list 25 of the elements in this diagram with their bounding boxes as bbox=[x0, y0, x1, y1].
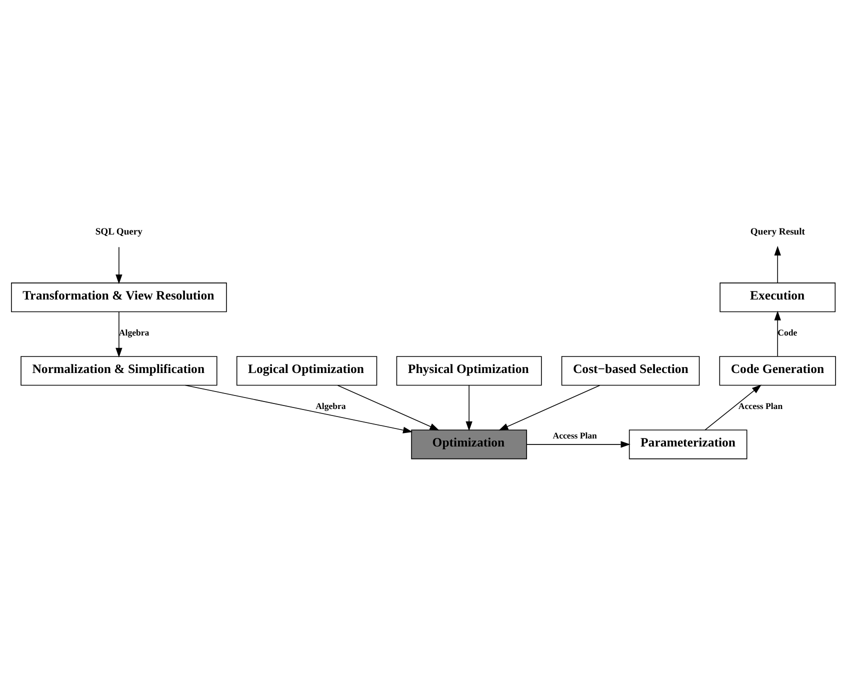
arrow bbox=[337, 384, 440, 430]
arrow bbox=[704, 384, 762, 430]
arrow bbox=[116, 246, 122, 284]
arrow bbox=[184, 384, 413, 434]
node-box: Code Generation bbox=[719, 356, 836, 386]
edge-label: Access Plan bbox=[552, 430, 597, 441]
node-box: Transformation & View Resolution bbox=[11, 282, 227, 312]
node-box: Cost−based Selection bbox=[561, 356, 700, 386]
node-text: SQL Query bbox=[95, 226, 142, 238]
arrow bbox=[774, 310, 781, 357]
node-box: Execution bbox=[720, 282, 836, 312]
arrow bbox=[774, 246, 781, 284]
node-box: Physical Optimization bbox=[396, 356, 542, 386]
node-text: Query Result bbox=[750, 226, 805, 238]
node-box: Optimization bbox=[411, 430, 528, 460]
arrow bbox=[526, 441, 630, 448]
arrow bbox=[498, 384, 600, 430]
arrow bbox=[466, 385, 472, 431]
node-box: Logical Optimization bbox=[236, 356, 378, 386]
arrow bbox=[116, 312, 122, 358]
edge-label: Code bbox=[778, 328, 798, 338]
node-box: Normalization & Simplification bbox=[20, 356, 218, 386]
edge-label: Access Plan bbox=[738, 401, 783, 412]
node-box: Parameterization bbox=[628, 430, 748, 460]
edge-label: Algebra bbox=[316, 401, 346, 412]
